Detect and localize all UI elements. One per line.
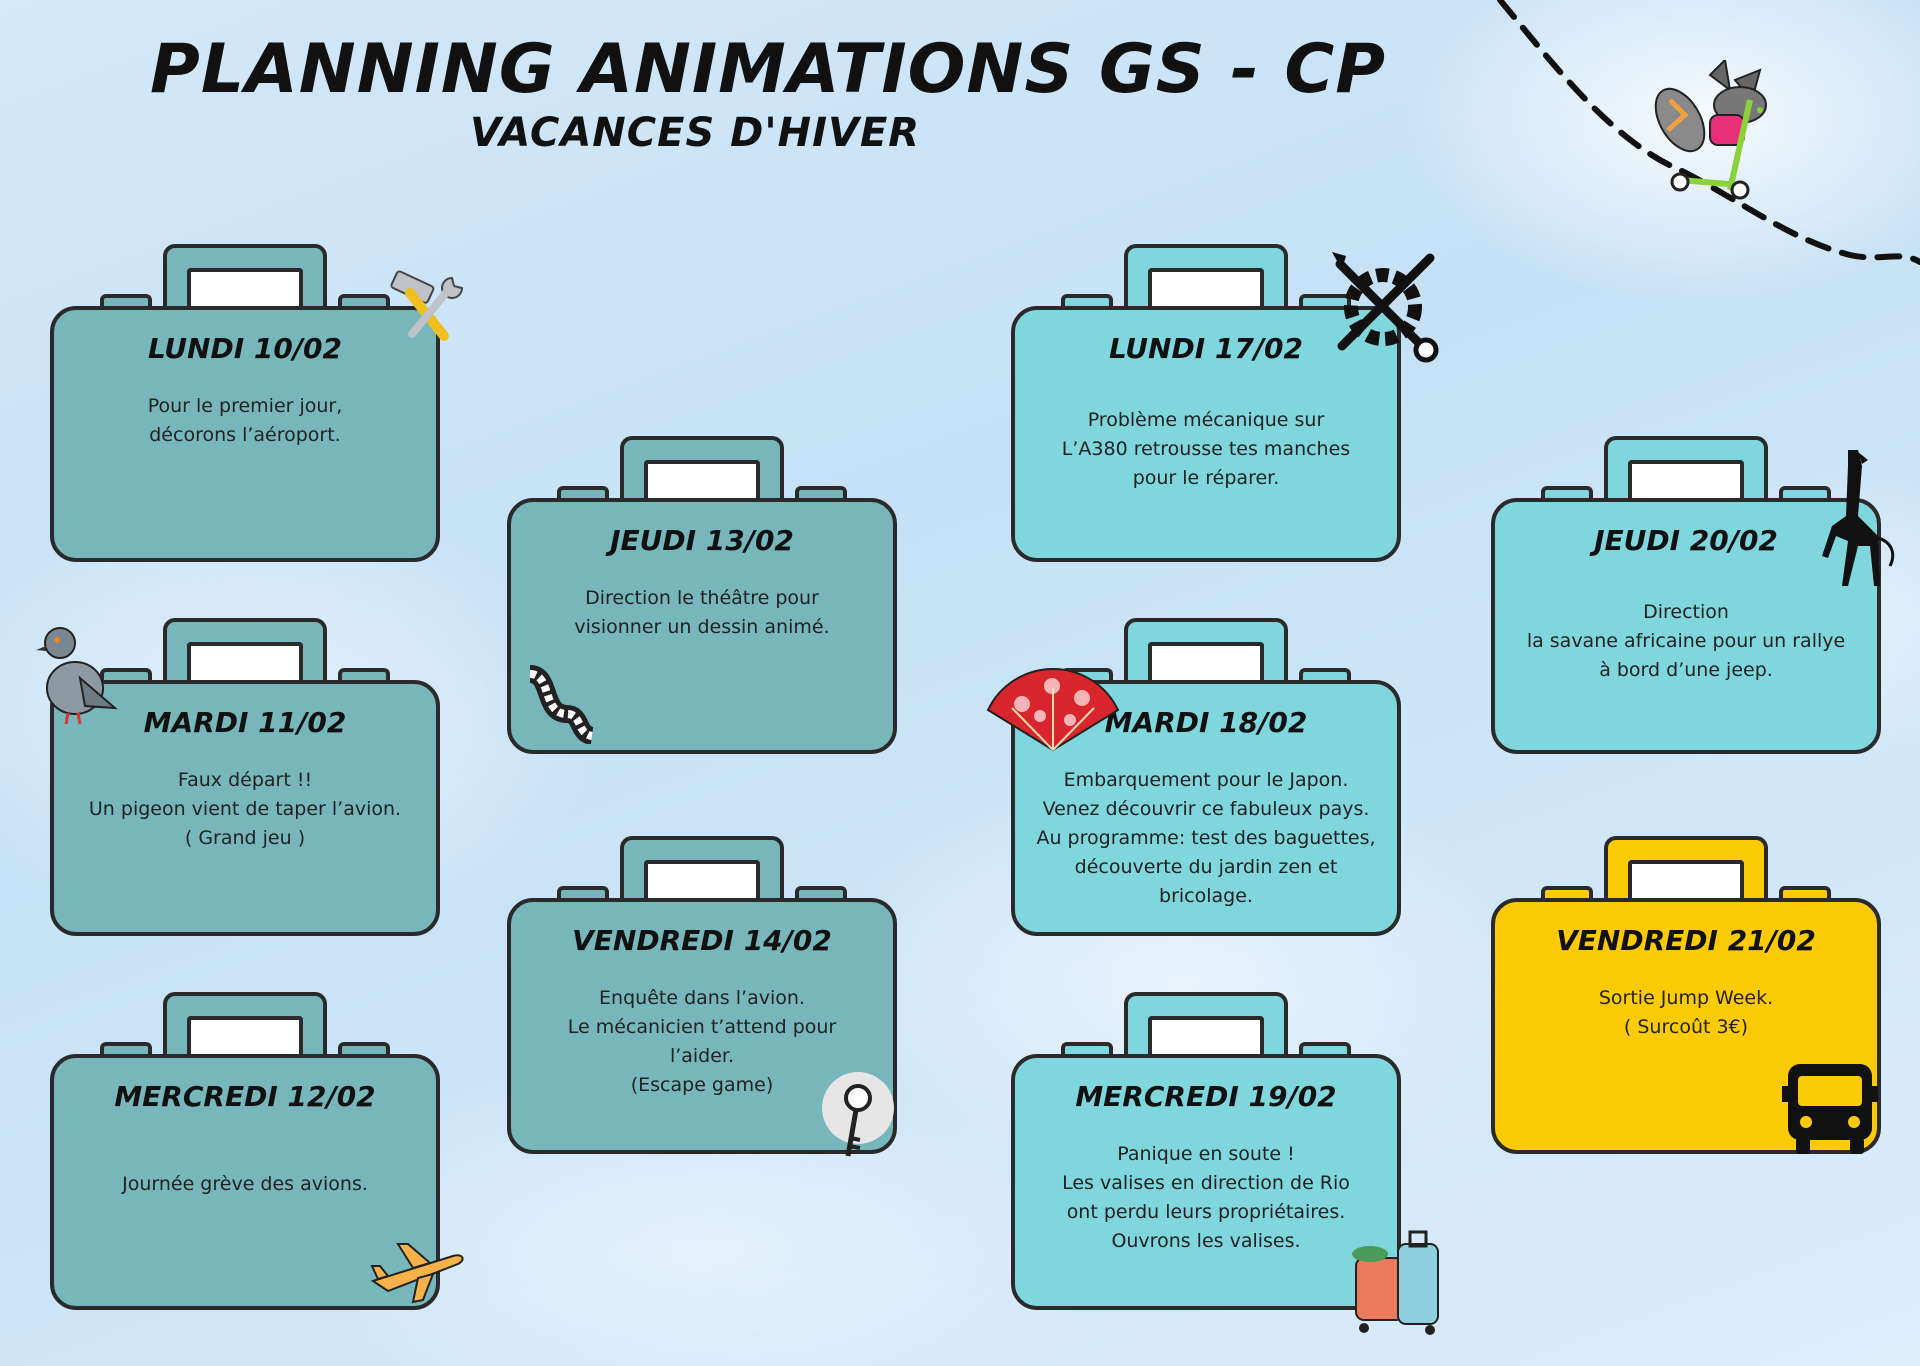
day-description: Enquête dans l’avion. Le mécanicien t’at… (567, 987, 837, 1096)
case-jeudi-20: JEUDI 20/02 Direction la savane africain… (1491, 436, 1881, 756)
day-description: Embarquement pour le Japon. Venez découv… (1036, 769, 1376, 907)
fox-on-scooter-icon (1654, 60, 1767, 200)
page-title: PLANNING ANIMATIONS GS - CP (150, 30, 1387, 109)
case-mardi-11: MARDI 11/02 Faux départ !! Un pigeon vie… (50, 618, 440, 938)
fan-icon (986, 668, 1120, 752)
day-title: JEUDI 13/02 (610, 524, 794, 557)
case-vendredi-21: VENDREDI 21/02 Sortie Jump Week. ( Surco… (1491, 836, 1881, 1156)
airplane-icon (370, 1243, 464, 1304)
case-mercredi-19: MERCREDI 19/02 Panique en soute ! Les va… (1011, 992, 1401, 1312)
day-description: Sortie Jump Week. ( Surcoût 3€) (1598, 987, 1774, 1038)
wrench-gear-icon (1332, 252, 1439, 363)
bus-icon (1782, 1064, 1878, 1154)
day-title: LUNDI 10/02 (147, 332, 343, 365)
day-description: Problème mécanique sur L’A380 retrousse … (1061, 409, 1351, 489)
day-description: Pour le premier jour, décorons l’aéropor… (147, 395, 343, 446)
tools-icon (390, 270, 464, 341)
day-description: Panique en soute ! Les valises en direct… (1062, 1143, 1350, 1252)
day-description: Faux départ !! Un pigeon vient de taper … (88, 769, 402, 849)
page-subtitle: VACANCES D'HIVER (470, 110, 921, 156)
dashed-flight-path (1497, 0, 1920, 265)
day-description: Journée grève des avions. (122, 1173, 368, 1195)
luggage-icon (1352, 1230, 1439, 1335)
day-title: MERCREDI 12/02 (114, 1080, 376, 1113)
day-title: VENDREDI 21/02 (1556, 924, 1816, 957)
key-icon (822, 1072, 894, 1157)
film-strip-icon (528, 665, 595, 744)
case-lundi-17: LUNDI 17/02 Problème mécanique sur L’A38… (1011, 244, 1401, 564)
giraffe-icon (1822, 450, 1895, 586)
day-title: JEUDI 20/02 (1594, 524, 1778, 557)
pigeon-icon (36, 627, 118, 725)
day-title: VENDREDI 14/02 (572, 924, 832, 957)
day-description: Direction le théâtre pour visionner un d… (574, 587, 830, 638)
day-description: Direction la savane africaine pour un ra… (1526, 601, 1846, 681)
case-lundi-10: LUNDI 10/02 Pour le premier jour, décoro… (50, 244, 440, 564)
day-title: MARDI 18/02 (1104, 706, 1308, 739)
day-title: MARDI 11/02 (143, 706, 347, 739)
day-title: MERCREDI 19/02 (1075, 1080, 1337, 1113)
day-title: LUNDI 17/02 (1108, 332, 1304, 365)
